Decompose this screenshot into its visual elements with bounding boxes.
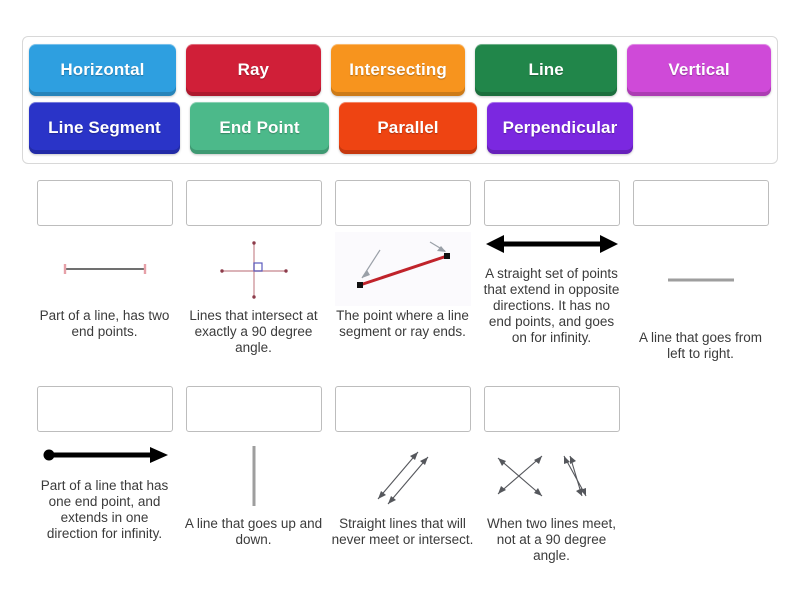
- dropzone-9[interactable]: [483, 386, 620, 432]
- tile-end-point[interactable]: End Point: [190, 102, 329, 154]
- end-point-figure: [334, 232, 471, 306]
- parallel-lines-figure: [335, 438, 471, 514]
- tile-parallel[interactable]: Parallel: [339, 102, 477, 154]
- dropzone-5[interactable]: [632, 180, 769, 226]
- card-caption: A straight set of points that extend in …: [483, 266, 620, 345]
- card-line-segment: Part of a line, has two end points.: [30, 180, 179, 362]
- dropzone-4[interactable]: [483, 180, 620, 226]
- card-caption: Part of a line, has two end points.: [39, 308, 170, 339]
- card-perpendicular: Lines that intersect at exactly a 90 deg…: [179, 180, 328, 362]
- perpendicular-cross-figure: [186, 232, 322, 306]
- card-caption: A line that goes up and down.: [184, 516, 323, 547]
- tile-perpendicular[interactable]: Perpendicular: [487, 102, 633, 154]
- dropzone-2[interactable]: [185, 180, 322, 226]
- tile-bank: Horizontal Ray Intersecting Line Vertica…: [22, 36, 778, 164]
- card-caption: Lines that intersect at exactly a 90 deg…: [189, 308, 318, 355]
- card-caption: Part of a line that has one end point, a…: [40, 478, 169, 541]
- tile-row-1: Horizontal Ray Intersecting Line Vertica…: [29, 44, 772, 96]
- card-ray: Part of a line that has one end point, a…: [30, 386, 179, 564]
- intersecting-lines-figure: [484, 438, 620, 514]
- dropzone-8[interactable]: [334, 386, 471, 432]
- vertical-line-figure: [186, 438, 322, 514]
- tile-horizontal[interactable]: Horizontal: [29, 44, 176, 96]
- card-end-point: The point where a line segment or ray en…: [328, 180, 477, 362]
- dropzone-7[interactable]: [185, 386, 322, 432]
- horizontal-line-figure: [633, 232, 769, 328]
- dropzone-3[interactable]: [334, 180, 471, 226]
- card-grid: Part of a line, has two end points. Line…: [30, 180, 778, 564]
- dropzone-1[interactable]: [36, 180, 173, 226]
- card-caption: Straight lines that will never meet or i…: [331, 516, 474, 547]
- card-horizontal: A line that goes from left to right.: [626, 180, 775, 362]
- tile-line-segment[interactable]: Line Segment: [29, 102, 180, 154]
- card-line: A straight set of points that extend in …: [477, 180, 626, 362]
- tile-vertical[interactable]: Vertical: [627, 44, 772, 96]
- tile-intersecting[interactable]: Intersecting: [330, 44, 466, 96]
- dropzone-6[interactable]: [36, 386, 173, 432]
- card-caption: When two lines meet, not at a 90 degree …: [486, 516, 617, 563]
- tile-line[interactable]: Line: [475, 44, 618, 96]
- card-vertical: A line that goes up and down.: [179, 386, 328, 564]
- line-segment-figure: [37, 232, 173, 306]
- card-parallel: Straight lines that will never meet or i…: [328, 386, 477, 564]
- tile-ray[interactable]: Ray: [185, 44, 321, 96]
- card-caption: A line that goes from left to right.: [638, 330, 763, 361]
- card-intersecting: When two lines meet, not at a 90 degree …: [477, 386, 626, 564]
- line-double-arrow-figure: [484, 232, 620, 262]
- ray-arrow-figure: [37, 438, 173, 472]
- card-caption: The point where a line segment or ray en…: [336, 308, 469, 339]
- tile-row-2: Line Segment End Point Parallel Perpendi…: [29, 102, 771, 154]
